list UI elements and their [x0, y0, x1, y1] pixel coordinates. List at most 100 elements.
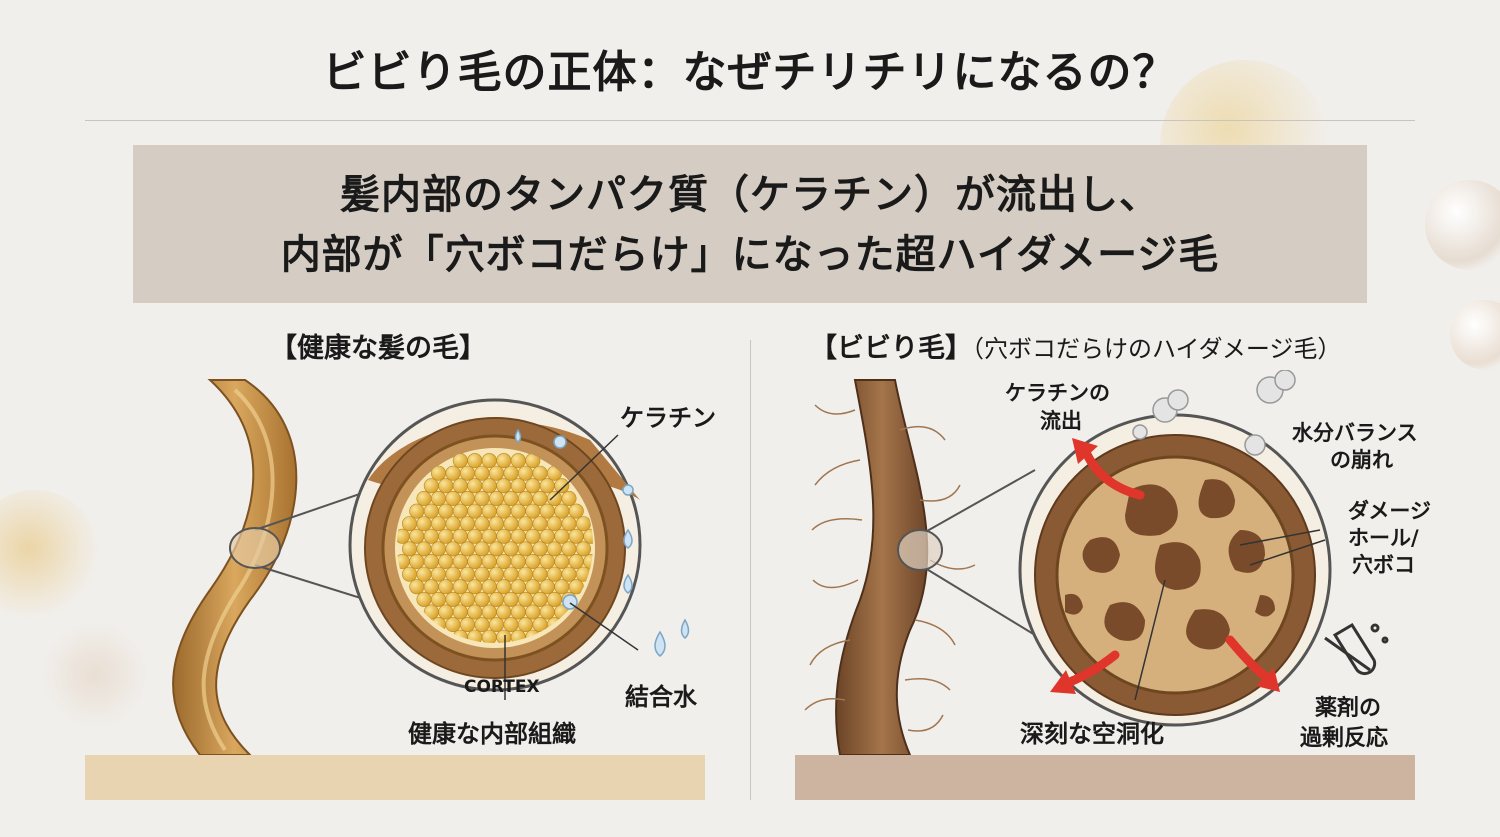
- label-keratin-outflow-1: ケラチンの: [1005, 381, 1110, 405]
- keratin-dot: [510, 579, 526, 595]
- label-keratin: ケラチン: [620, 404, 716, 432]
- keratin-dot: [401, 516, 417, 532]
- keratin-dot: [409, 503, 425, 519]
- keratin-dot: [445, 541, 461, 557]
- keratin-dot: [561, 541, 577, 557]
- label-water-balance-2: の崩れ: [1330, 448, 1393, 472]
- keratin-dot: [546, 541, 562, 557]
- keratin-dot: [474, 617, 490, 633]
- keratin-dot: [539, 604, 555, 620]
- label-chemical-2: 過剰反応: [1300, 725, 1388, 751]
- label-chemical-1: 薬剤の: [1315, 695, 1381, 721]
- keratin-dot: [481, 604, 497, 620]
- keratin-dot: [532, 566, 548, 582]
- banner-line-1: 髪内部のタンパク質（ケラチン）が流出し、: [340, 172, 1160, 218]
- keratin-dot: [525, 579, 541, 595]
- keratin-dot: [539, 503, 555, 519]
- keratin-dot: [401, 541, 417, 557]
- damaged-bar: [795, 755, 1415, 800]
- keratin-dot: [467, 478, 483, 494]
- keratin-dot: [510, 478, 526, 494]
- keratin-dot: [445, 566, 461, 582]
- keratin-dot: [554, 478, 570, 494]
- label-water-balance-1: 水分バランス: [1292, 421, 1418, 445]
- keratin-dot: [423, 478, 439, 494]
- keratin-dot: [459, 591, 475, 607]
- keratin-dot: [445, 617, 461, 633]
- keratin-dot: [459, 566, 475, 582]
- keratin-dot: [423, 579, 439, 595]
- keratin-dot: [488, 491, 504, 507]
- keratin-dot: [409, 528, 425, 544]
- keratin-dot: [438, 478, 454, 494]
- keratin-dot: [510, 453, 526, 469]
- keratin-dot: [488, 541, 504, 557]
- keratin-dot: [481, 453, 497, 469]
- keratin-dot: [510, 554, 526, 570]
- keratin-dot: [438, 604, 454, 620]
- keratin-dot: [438, 579, 454, 595]
- damaged-hair-heading-sub: （穴ボコだらけのハイダメージ毛）: [972, 335, 1342, 363]
- keratin-dot: [459, 465, 475, 481]
- damaged-hair-heading: 【ビビり毛】（穴ボコだらけのハイダメージ毛）: [810, 326, 1341, 365]
- frizz-strands: [804, 404, 976, 732]
- healthy-hair-heading: 【健康な髪の毛】: [270, 333, 486, 364]
- keratin-dot: [452, 579, 468, 595]
- keratin-dot: [525, 503, 541, 519]
- damaged-hair-diagram: ケラチンの 流出 水分バランス の崩れ ダメージ ホール/ 穴ボコ 深刻な空洞化…: [804, 370, 1431, 755]
- keratin-dot: [568, 503, 584, 519]
- keratin-dot: [503, 541, 519, 557]
- keratin-dot: [546, 516, 562, 532]
- healthy-hair-diagram: ケラチン CORTEX 結合水 健康な内部組織: [172, 379, 716, 755]
- label-damage-hole-3: 穴ボコ: [1352, 553, 1415, 577]
- keratin-dot: [474, 566, 490, 582]
- keratin-dot: [517, 465, 533, 481]
- keratin-dot: [539, 528, 555, 544]
- keratin-dot: [517, 516, 533, 532]
- keratin-dot: [517, 566, 533, 582]
- label-cortex: CORTEX: [464, 677, 540, 697]
- keratin-dot: [525, 528, 541, 544]
- keratin-dot: [525, 554, 541, 570]
- keratin-dot: [481, 503, 497, 519]
- keratin-dot: [532, 465, 548, 481]
- keratin-dot: [467, 579, 483, 595]
- keratin-dot: [481, 478, 497, 494]
- zoom-spot: [897, 529, 943, 571]
- keratin-dot: [416, 541, 432, 557]
- keratin-dot: [554, 579, 570, 595]
- keratin-dot: [409, 554, 425, 570]
- keratin-dot: [452, 478, 468, 494]
- keratin-dot: [488, 617, 504, 633]
- keratin-dot: [438, 503, 454, 519]
- label-healthy-tissue: 健康な内部組織: [408, 720, 576, 748]
- keratin-dot: [539, 554, 555, 570]
- keratin-dot: [503, 516, 519, 532]
- keratin-dot: [532, 516, 548, 532]
- keratin-dot: [467, 453, 483, 469]
- banner-line-2: 内部が「穴ボコだらけ」になった超ハイダメージ毛: [280, 232, 1220, 278]
- keratin-dot: [445, 516, 461, 532]
- keratin-dot: [532, 591, 548, 607]
- keratin-dot: [474, 591, 490, 607]
- keratin-dot: [416, 516, 432, 532]
- keratin-dot: [539, 478, 555, 494]
- keratin-dot: [503, 617, 519, 633]
- panel-divider: [750, 340, 751, 800]
- label-damage-hole-1: ダメージ: [1348, 499, 1431, 523]
- keratin-dot: [409, 579, 425, 595]
- pearl-decoration: [1425, 180, 1500, 270]
- keratin-dot: [532, 491, 548, 507]
- keratin-dot: [481, 579, 497, 595]
- keratin-dot: [467, 528, 483, 544]
- keratin-dot: [416, 491, 432, 507]
- keratin-dot: [496, 579, 512, 595]
- keratin-dot: [474, 516, 490, 532]
- keratin-dot: [561, 516, 577, 532]
- keratin-dot: [430, 541, 446, 557]
- keratin-dot: [554, 503, 570, 519]
- keratin-dot: [510, 503, 526, 519]
- keratin-dot: [474, 491, 490, 507]
- keratin-dot: [554, 528, 570, 544]
- keratin-dot: [423, 528, 439, 544]
